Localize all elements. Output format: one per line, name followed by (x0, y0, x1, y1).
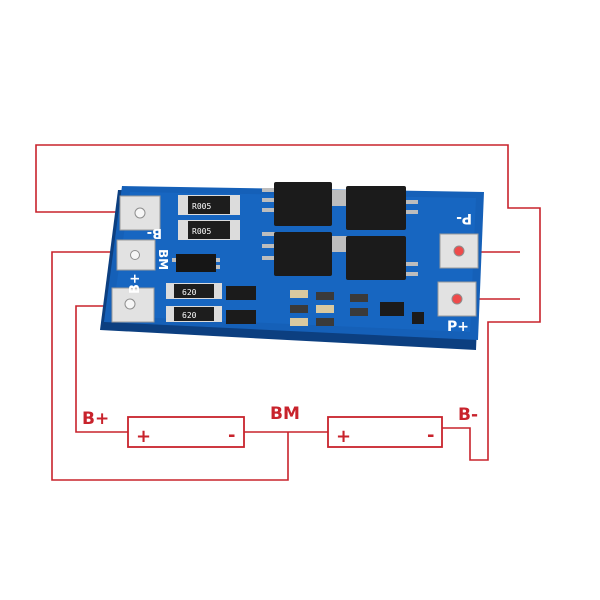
wire-b-minus (35, 144, 541, 461)
battery-left-minus: - (228, 425, 235, 446)
battery-right-plus: + (336, 426, 351, 447)
wiring (35, 144, 541, 481)
label-b-minus: B- (458, 405, 478, 425)
mosfet-4 (346, 236, 406, 280)
smd-components (226, 286, 424, 326)
resistor-r005-top: R005 (178, 195, 240, 215)
resistor-620-bottom: 620 (166, 306, 222, 322)
mosfet-1 (274, 182, 332, 226)
battery-left (127, 416, 245, 448)
silk-p-minus: P- (456, 210, 472, 226)
label-bm: BM (270, 404, 300, 424)
mosfet-3 (274, 232, 332, 276)
silk-b-plus: B+ (128, 273, 143, 294)
silk-b-minus: B- (147, 225, 162, 240)
mosfet-2 (346, 186, 406, 230)
bms-board-icon: B- BM B+ P- P+ R005 R005 620 (100, 182, 484, 350)
silk-p-plus: P+ (447, 319, 469, 335)
wire-bm (51, 251, 289, 481)
resistor-620-top: 620 (166, 283, 222, 299)
battery-right (327, 416, 443, 448)
wire-b-plus (75, 305, 128, 433)
svg-text:620: 620 (182, 288, 197, 297)
battery-cell-icon: + - + - (127, 416, 443, 448)
battery-right-minus: - (427, 425, 434, 446)
svg-text:620: 620 (182, 311, 197, 320)
silk-bm: BM (156, 249, 170, 270)
resistor-r005-bottom: R005 (178, 220, 240, 240)
svg-text:R005: R005 (192, 227, 211, 236)
svg-text:R005: R005 (192, 202, 211, 211)
battery-left-plus: + (136, 426, 151, 447)
mosfet-chip-icon (262, 182, 418, 280)
ic-small-icon (172, 254, 220, 272)
label-b-plus: B+ (82, 409, 109, 429)
